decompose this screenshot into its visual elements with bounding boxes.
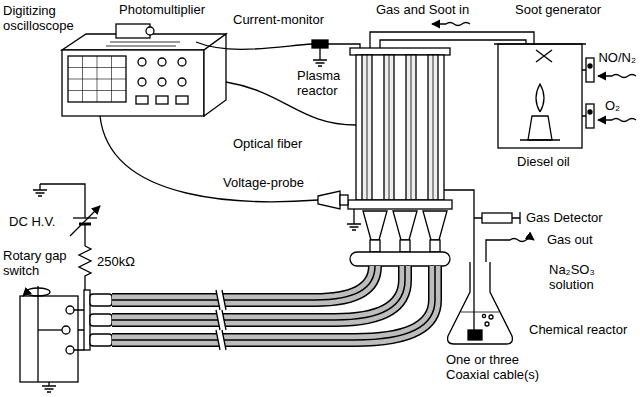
gas-detector — [482, 213, 512, 223]
oscilloscope — [62, 34, 226, 116]
part-label: Digitizing oscilloscope — [2, 3, 84, 33]
part-label: Photomultiplier — [118, 2, 206, 17]
part-label: Na₂SO₃ solution — [548, 262, 616, 292]
part-label: 250kΩ — [96, 254, 136, 269]
soot-generator — [494, 44, 594, 148]
flow-arrow — [432, 23, 470, 26]
part-label: Soot generator — [514, 2, 602, 17]
part-label: Current-monitor — [232, 12, 325, 27]
part-label: Optical fiber — [232, 136, 303, 151]
ground-symbol — [347, 209, 361, 230]
current-monitor — [312, 40, 328, 48]
photomultiplier — [116, 24, 154, 38]
coaxial-cable — [112, 266, 435, 350]
voltage-probe — [340, 195, 348, 205]
part-label: Rotary gap switch — [2, 248, 68, 278]
plasma-reactor — [348, 48, 452, 252]
voltage-probe — [318, 191, 340, 209]
part-label: Diesel oil — [516, 154, 571, 169]
ground-symbol — [42, 382, 56, 392]
probe-cable — [100, 116, 318, 202]
part-label: One or three Coaxial cable(s) — [445, 352, 555, 382]
variable-arrow — [70, 206, 100, 236]
signal-wire — [196, 42, 312, 49]
flow-arrow — [598, 75, 636, 78]
flow-arrow — [598, 119, 636, 122]
part-label: O₂ — [604, 98, 621, 113]
hv-wire — [40, 184, 85, 218]
ground-symbol — [313, 48, 327, 66]
part-label: Chemical reactor — [528, 322, 628, 337]
part-label: Plasma reactor — [296, 68, 354, 98]
part-label: Gas out — [546, 232, 594, 247]
part-label: Voltage-probe — [222, 175, 305, 190]
chemical-reactor — [448, 262, 513, 344]
flow-arrow — [486, 239, 534, 263]
part-label: Gas Detector — [525, 210, 604, 225]
part-label: DC H.V. — [8, 214, 56, 229]
part-label: NO/N₂ — [597, 50, 637, 65]
part-label: Gas and Soot in — [375, 2, 470, 17]
battery-symbol — [73, 217, 97, 218]
resistor-symbol — [79, 246, 91, 292]
rotary-gap-switch — [20, 286, 112, 382]
hv-wire — [84, 224, 85, 246]
ground-symbol — [33, 184, 47, 196]
gas-detector — [474, 212, 520, 224]
cable-bus — [350, 252, 450, 266]
